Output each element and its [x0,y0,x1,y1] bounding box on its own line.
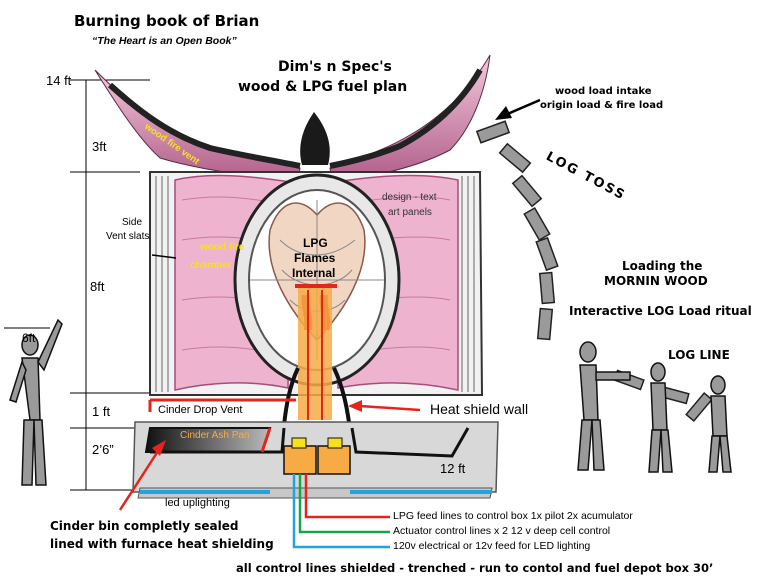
loading-label-1: Loading the [622,259,703,273]
lpg-feed-label: LPG feed lines to control box 1x pilot 2… [393,510,633,522]
chamber-label-2: chamber [190,260,232,271]
height-8ft: 8ft [90,279,105,294]
callout-arrows [118,98,541,511]
person-line-1 [577,341,631,471]
design-panels-label-1: design - text [382,192,437,203]
height-scale [4,79,150,491]
footer-note: all control lines shielded - trenched - … [236,561,714,575]
electrical-label: 120v electrical or 12v feed for LED ligh… [393,540,591,552]
plan-title-line2: wood & LPG fuel plan [238,79,408,95]
led-uplighting-label: led uplighting [165,497,230,509]
wood-intake-label-1: wood load intake [555,86,652,97]
log-line-label: LOG LINE [668,348,730,362]
plan-title-line1: Dim's n Spec's [278,59,392,75]
height-3ft: 3ft [92,139,107,154]
width-12ft: 12 ft [440,461,466,476]
lpg-label-2: Flames [294,251,336,265]
diagram-title: Burning book of Brian [74,12,260,30]
side-vent-label-2: Vent slats [106,231,150,242]
person-left [9,318,63,486]
cinder-bin-label-2: lined with furnace heat shielding [50,537,274,551]
chamber-label-1: wood fire [200,242,245,253]
side-vent-label-1: Side [122,217,143,228]
cinder-drop-vent [148,398,296,453]
diagram-subtitle: “The Heart is an Open Book” [92,35,237,47]
lpg-label-1: LPG [303,236,328,250]
heart-cage [233,173,401,387]
height-1ft: 1 ft [92,404,111,419]
cinder-drop-label: Cinder Drop Vent [158,404,243,416]
lpg-label-3: Internal [292,266,336,280]
heat-shield-label: Heat shield wall [430,401,529,417]
height-14ft: 14 ft [46,73,72,88]
person-line-3 [708,375,732,473]
wood-intake-label-2: origin load & fire load [540,100,664,111]
ritual-label: Interactive LOG Load ritual [569,304,752,318]
person-line-2 [648,362,673,473]
design-panels-label-2: art panels [388,207,432,218]
loading-label-2: MORNIN WOOD [604,274,708,288]
lpg-pipes [298,288,332,420]
actuator-label: Actuator control lines x 2 12 v deep cel… [393,525,611,537]
cinder-ash-label: Cinder Ash Pan [180,430,250,441]
control-boxes [283,437,351,475]
feed-lines [292,474,390,549]
cinder-bin-label-1: Cinder bin completly sealed [50,519,239,533]
height-6ft: 6ft [22,331,36,345]
height-2ft6: 2’6” [92,442,114,457]
top-spike [300,112,330,165]
